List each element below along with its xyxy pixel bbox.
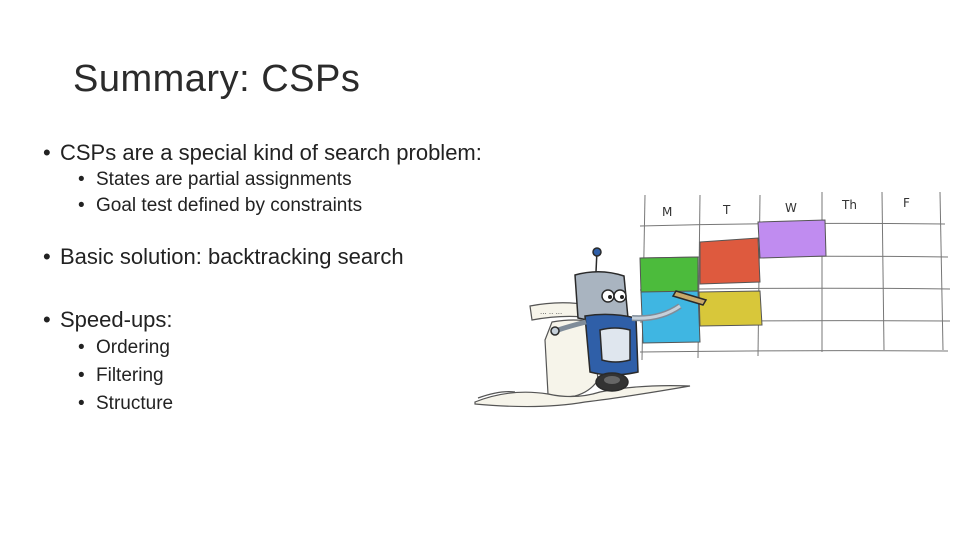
- schedule-blocks: [639, 219, 827, 344]
- day-label: F: [903, 196, 910, 210]
- bullet-text: Speed-ups:: [60, 307, 173, 332]
- bullet-glyph: •: [43, 307, 51, 332]
- sub-bullet-text: Filtering: [96, 365, 164, 386]
- sub-bullet-text: Ordering: [96, 337, 170, 358]
- bullet-glyph: •: [43, 140, 51, 165]
- robot-eye: [613, 289, 627, 303]
- bullet-glyph: •: [78, 169, 85, 190]
- sub-bullet-item: • Goal test defined by constraints: [78, 195, 362, 217]
- schedule-block-purple: [757, 219, 827, 259]
- robot-panel: [599, 327, 631, 363]
- slide-title: Summary: CSPs: [73, 58, 361, 100]
- bullet-item: • Speed-ups:: [43, 307, 173, 333]
- sub-bullet-text: Structure: [96, 393, 174, 414]
- pen-icon: [671, 290, 708, 306]
- day-label: T: [722, 203, 731, 217]
- schedule-block-yellow: [698, 290, 763, 327]
- bullet-glyph: •: [78, 337, 85, 358]
- robot-eye: [601, 289, 615, 303]
- schedule-day-labels: M T W Th F: [662, 196, 910, 219]
- day-label: M: [662, 205, 672, 219]
- bullet-item: • Basic solution: backtracking search: [43, 244, 404, 270]
- scroll-scribble: ··· ·· ···: [540, 310, 562, 318]
- robot-hand: [550, 326, 560, 336]
- sub-bullet-item: • States are partial assignments: [78, 169, 352, 191]
- robot: [550, 247, 708, 392]
- day-label: W: [785, 201, 797, 215]
- bullet-glyph: •: [78, 365, 85, 386]
- bullet-glyph: •: [78, 393, 85, 414]
- sub-bullet-text: States are partial assignments: [96, 169, 352, 190]
- day-label: Th: [841, 198, 857, 212]
- robot-schedule-illustration: M T W Th F ··· ·· ···: [474, 191, 951, 408]
- sub-bullet-item: • Ordering: [78, 337, 170, 359]
- bullet-glyph: •: [78, 195, 85, 216]
- bullet-item: • CSPs are a special kind of search probl…: [43, 140, 482, 166]
- schedule-block-green: [639, 256, 699, 294]
- sub-bullet-text: Goal test defined by constraints: [96, 195, 363, 216]
- sub-bullet-item: • Filtering: [78, 365, 164, 387]
- bullet-text: CSPs are a special kind of search proble…: [60, 140, 482, 165]
- robot-antenna: [592, 247, 602, 257]
- bullet-text: Basic solution: backtracking search: [60, 244, 404, 269]
- bullet-glyph: •: [43, 244, 51, 269]
- sub-bullet-item: • Structure: [78, 393, 173, 415]
- paper-scroll: ··· ·· ···: [474, 302, 691, 408]
- schedule-block-red: [699, 237, 761, 285]
